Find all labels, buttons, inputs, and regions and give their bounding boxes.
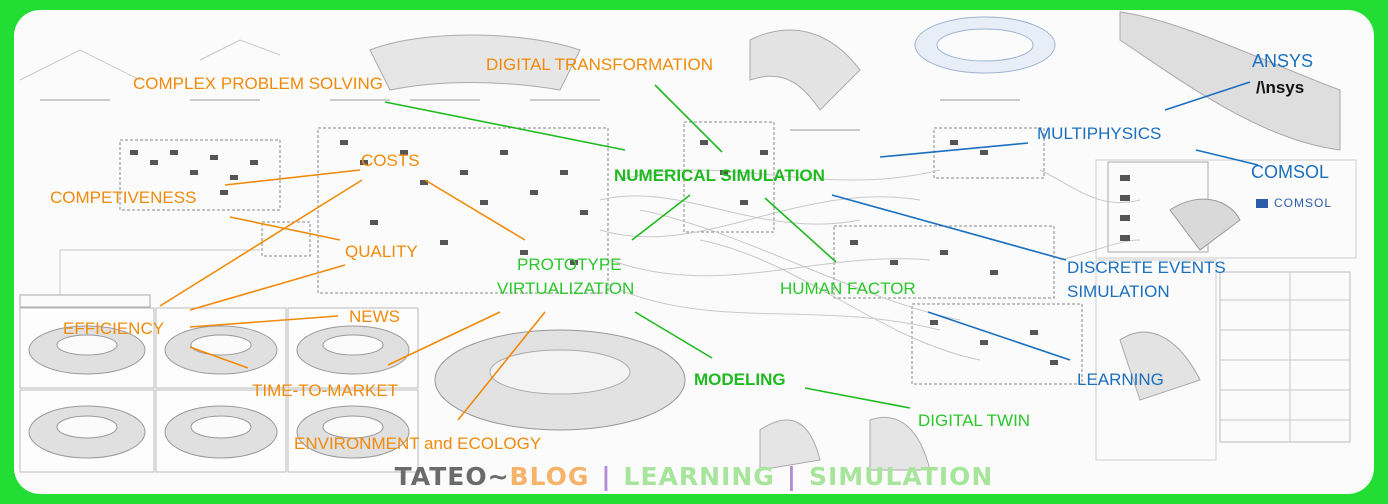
footer-tateo: TATEO~ xyxy=(394,462,510,491)
ansys-logo: /\nsys xyxy=(1256,78,1305,97)
label-discrete-line1: DISCRETE EVENTS xyxy=(1067,258,1226,277)
label-learning: LEARNING xyxy=(1077,370,1164,389)
label-news: NEWS xyxy=(349,307,400,326)
label-multiphysics: MULTIPHYSICS xyxy=(1037,124,1162,143)
connector-modeling-digitaltwin xyxy=(804,387,911,409)
connector-multiphysics-comsol xyxy=(1195,149,1259,166)
connector-prototype-environment xyxy=(457,311,546,421)
label-prototype-line2: VIRTUALIZATION xyxy=(497,279,635,298)
label-human-factor: HUMAN FACTOR xyxy=(780,279,916,298)
connector-numerical-prototype xyxy=(631,194,691,241)
label-discrete-line2: SIMULATION xyxy=(1067,282,1170,301)
connector-prototype-news xyxy=(387,311,501,366)
label-comsol: COMSOL xyxy=(1251,162,1330,182)
connector-numerical-humanfactor xyxy=(764,197,837,263)
label-digital-transformation: DIGITAL TRANSFORMATION xyxy=(486,55,713,74)
connector-ansys-multiphysics xyxy=(1164,81,1251,111)
label-costs: COSTS xyxy=(361,151,420,170)
label-ansys: ANSYS xyxy=(1252,51,1314,71)
label-quality: QUALITY xyxy=(345,242,418,261)
comsol-logo-mark xyxy=(1256,199,1268,209)
label-modeling: MODELING xyxy=(694,370,786,389)
footer-blog-link[interactable]: BLOG xyxy=(509,462,590,491)
footer-separator: | xyxy=(601,462,612,491)
footer-separator: | xyxy=(786,462,797,491)
label-environment-ecology: ENVIRONMENT and ECOLOGY xyxy=(294,434,542,453)
label-prototype-line1: PROTOTYPE xyxy=(517,255,622,274)
comsol-logo: COMSOL xyxy=(1256,196,1332,210)
connector-learning xyxy=(927,311,1071,361)
label-competitiveness: COMPETIVENESS xyxy=(50,188,197,207)
label-time-to-market: TIME-TO-MARKET xyxy=(252,381,399,400)
connector-costs-efficiency xyxy=(159,179,363,307)
connector-multiphysics-numerical xyxy=(879,142,1029,158)
connector-prototype-modeling xyxy=(634,311,713,359)
connector-complex-numerical xyxy=(384,101,626,151)
label-numerical-simulation: NUMERICAL SIMULATION xyxy=(614,166,825,185)
connector-numerical-discrete xyxy=(831,194,1067,261)
connector-efficiency-news xyxy=(189,315,339,328)
footer-branding: TATEO~BLOG | LEARNING | SIMULATION xyxy=(0,462,1388,491)
connector-costs-prototype xyxy=(424,179,526,241)
connector-costs-competitiveness xyxy=(224,169,361,186)
footer-learning-link[interactable]: LEARNING xyxy=(623,462,775,491)
label-efficiency: EFFICIENCY xyxy=(63,319,165,338)
connector-quality-efficiency xyxy=(189,264,346,311)
footer-simulation-link[interactable]: SIMULATION xyxy=(808,462,994,491)
comsol-logo-text: COMSOL xyxy=(1274,196,1333,210)
connector-digitaltransform-numerical xyxy=(654,84,723,153)
label-digital-twin: DIGITAL TWIN xyxy=(918,411,1031,430)
label-complex-problem-solving: COMPLEX PROBLEM SOLVING xyxy=(133,74,384,93)
connector-efficiency-timetomarket xyxy=(189,346,249,369)
